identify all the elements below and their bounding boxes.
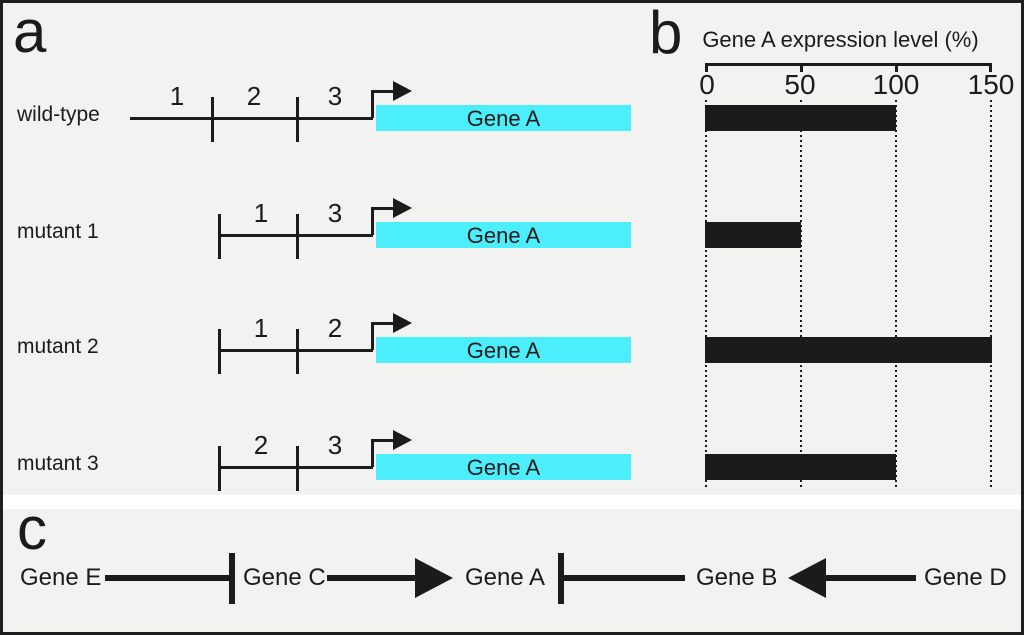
segment-number: 3	[327, 198, 343, 228]
activation-line	[327, 575, 418, 581]
boundary-tick	[218, 214, 221, 259]
genotype-label: mutant 1	[17, 220, 99, 243]
promoter-arrowhead-icon	[393, 430, 412, 450]
segment-number: 3	[327, 430, 343, 460]
inhibition-tbar-icon	[229, 553, 235, 604]
genotype-label: mutant 2	[17, 335, 99, 358]
gridline	[800, 100, 802, 490]
boundary-tick	[296, 97, 299, 142]
activation-line	[825, 575, 916, 581]
x-axis-tick-label: 0	[699, 69, 715, 100]
panel-a-row-wild-type: wild-type 1 2 3 Gene A	[3, 78, 703, 158]
regulatory-region-line	[218, 234, 373, 237]
segment-number: 2	[327, 313, 343, 343]
gene-b-node: Gene B	[696, 564, 778, 591]
segment-number: 3	[327, 81, 343, 111]
gene-a-box: Gene A	[376, 105, 631, 131]
promoter-arrow-icon	[371, 207, 374, 235]
x-axis-tick	[895, 63, 898, 72]
boundary-tick	[296, 329, 299, 374]
promoter-arrowhead-icon	[393, 81, 412, 101]
promoter-arrow-icon	[371, 322, 394, 325]
panel-b-letter: b	[649, 0, 683, 66]
panel-a-row-mutant-2: mutant 2 1 2 Gene A	[3, 310, 703, 390]
x-axis-tick-label: 150	[967, 69, 1015, 100]
promoter-arrowhead-icon	[393, 313, 412, 333]
genotype-label: mutant 3	[17, 452, 99, 475]
expression-bar-mutant-1	[705, 222, 801, 248]
activation-arrowhead-left-icon	[788, 558, 826, 598]
gene-c-node: Gene C	[243, 564, 326, 591]
regulatory-region-line	[218, 349, 373, 352]
chart-title: Gene A expression level (%)	[702, 27, 979, 52]
x-axis-line	[705, 63, 992, 66]
expression-bar-wild-type	[705, 105, 896, 131]
boundary-tick	[211, 97, 214, 142]
x-axis-tick	[989, 63, 992, 72]
promoter-arrow-icon	[371, 322, 374, 350]
panel-a-row-mutant-1: mutant 1 1 3 Gene A	[3, 195, 703, 275]
promoter-arrowhead-icon	[393, 198, 412, 218]
promoter-arrow-icon	[371, 439, 394, 442]
inhibition-line	[561, 575, 685, 581]
boundary-tick	[296, 446, 299, 491]
gridline	[705, 100, 707, 490]
x-axis-tick-label: 100	[872, 69, 920, 100]
segment-number: 1	[253, 198, 269, 228]
x-axis-tick-label: 50	[784, 69, 816, 100]
x-axis-tick	[705, 63, 708, 72]
promoter-arrow-icon	[371, 207, 394, 210]
segment-number: 2	[253, 430, 269, 460]
segment-number: 1	[169, 81, 185, 111]
boundary-tick	[218, 446, 221, 491]
x-axis-tick	[800, 63, 803, 72]
expression-bar-mutant-2	[705, 337, 992, 363]
gene-a-box: Gene A	[376, 337, 631, 363]
boundary-tick	[296, 214, 299, 259]
segment-number: 2	[246, 81, 262, 111]
panel-a-row-mutant-3: mutant 3 2 3 Gene A	[3, 427, 703, 507]
genotype-label: wild-type	[17, 103, 100, 126]
promoter-arrow-icon	[371, 439, 374, 467]
promoter-arrow-icon	[371, 90, 394, 93]
panel-ab-section: a wild-type 1 2 3 Gene A mutant 1 1 3	[3, 3, 1021, 495]
expression-bar-mutant-3	[705, 454, 896, 480]
activation-arrowhead-right-icon	[415, 558, 453, 598]
gene-a-node: Gene A	[465, 564, 546, 591]
promoter-arrow-icon	[371, 90, 374, 118]
gridline	[895, 100, 897, 490]
gene-e-node: Gene E	[20, 564, 102, 591]
boundary-tick	[218, 329, 221, 374]
regulatory-region-line	[130, 117, 373, 120]
regulatory-region-line	[218, 466, 373, 469]
gridline	[990, 100, 992, 490]
panel-c-letter: c	[17, 495, 47, 562]
panel-a-letter: a	[13, 0, 47, 65]
inhibition-line	[105, 575, 232, 581]
segment-number: 1	[253, 313, 269, 343]
gene-a-box: Gene A	[376, 222, 631, 248]
gene-a-box: Gene A	[376, 454, 631, 480]
panel-c-section: c Gene E Gene C Gene A Gene B Gene D	[3, 499, 1021, 632]
gene-d-node: Gene D	[924, 564, 1007, 591]
